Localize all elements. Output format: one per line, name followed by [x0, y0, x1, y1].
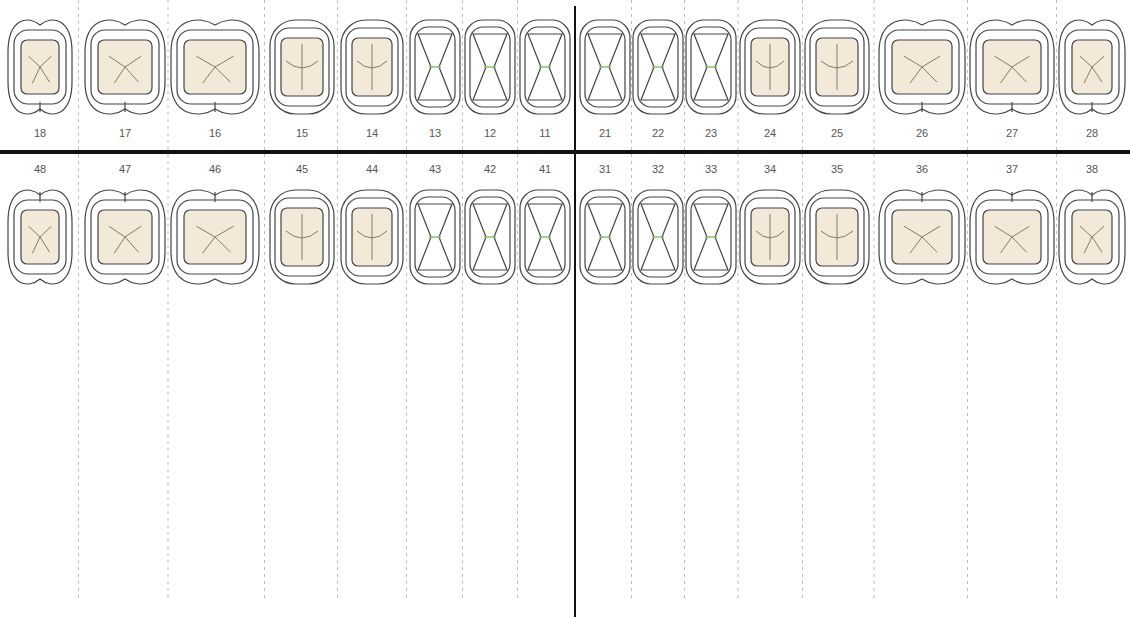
- column-separator: [462, 0, 463, 600]
- tooth-outline: [740, 20, 800, 114]
- tooth-outline: [1059, 20, 1125, 114]
- column-separator: [967, 0, 968, 600]
- tooth-number: 45: [284, 162, 320, 176]
- tooth-number: 13: [417, 126, 453, 140]
- tooth-number: 24: [752, 126, 788, 140]
- tooth-outline: [633, 190, 683, 284]
- tooth-number: 35: [819, 162, 855, 176]
- tooth-number: 22: [640, 126, 676, 140]
- tooth-number: 28: [1074, 126, 1110, 140]
- tooth-number: 23: [693, 126, 729, 140]
- tooth-outline: [171, 190, 259, 284]
- tooth-number: 34: [752, 162, 788, 176]
- tooth-outline: [580, 190, 630, 284]
- midline: [574, 6, 576, 617]
- tooth-outline: [8, 20, 72, 114]
- column-separator: [264, 0, 265, 600]
- column-separator: [631, 0, 632, 600]
- tooth-outline: [580, 20, 630, 114]
- tooth-number: 16: [197, 126, 233, 140]
- tooth-outline: [970, 190, 1054, 284]
- tooth-outline: [633, 20, 683, 114]
- tooth-number: 44: [354, 162, 390, 176]
- tooth-outline: [520, 20, 570, 114]
- tooth-number: 38: [1074, 162, 1110, 176]
- tooth-number: 42: [472, 162, 508, 176]
- tooth-number: 11: [527, 126, 563, 140]
- tooth-number: 26: [904, 126, 940, 140]
- column-separator: [684, 0, 685, 600]
- column-separator: [802, 0, 803, 600]
- tooth-number: 21: [587, 126, 623, 140]
- tooth-number: 47: [107, 162, 143, 176]
- tooth-number: 32: [640, 162, 676, 176]
- column-separator: [168, 0, 169, 600]
- tooth-outline: [8, 190, 72, 284]
- tooth-outline: [270, 20, 334, 114]
- tooth-number: 33: [693, 162, 729, 176]
- tooth-outline: [410, 20, 460, 114]
- tooth-outline: [879, 190, 965, 284]
- tooth-outline: [465, 190, 515, 284]
- column-separator: [517, 0, 518, 600]
- column-separator: [874, 0, 875, 600]
- tooth-number: 12: [472, 126, 508, 140]
- tooth-outline: [686, 190, 736, 284]
- tooth-number: 37: [994, 162, 1030, 176]
- tooth-outline: [341, 20, 403, 114]
- tooth-number: 17: [107, 126, 143, 140]
- tooth-number: 14: [354, 126, 390, 140]
- tooth-outline: [85, 190, 165, 284]
- tooth-outline: [805, 190, 869, 284]
- tooth-outline: [520, 190, 570, 284]
- column-separator: [78, 0, 79, 600]
- tooth-number: 25: [819, 126, 855, 140]
- column-separator: [337, 0, 338, 600]
- tooth-number: 43: [417, 162, 453, 176]
- tooth-outline: [465, 20, 515, 114]
- tooth-outline: [1059, 190, 1125, 284]
- tooth-number: 36: [904, 162, 940, 176]
- column-separator: [1056, 0, 1057, 600]
- tooth-number: 31: [587, 162, 623, 176]
- tooth-outline: [341, 190, 403, 284]
- tooth-number: 27: [994, 126, 1030, 140]
- tooth-outline: [970, 20, 1054, 114]
- column-separator: [406, 0, 407, 600]
- tooth-number: 46: [197, 162, 233, 176]
- tooth-outline: [740, 190, 800, 284]
- tooth-outline: [686, 20, 736, 114]
- tooth-outline: [805, 20, 869, 114]
- tooth-number: 41: [527, 162, 563, 176]
- tooth-number: 48: [22, 162, 58, 176]
- tooth-outline: [270, 190, 334, 284]
- tooth-outline: [879, 20, 965, 114]
- tooth-outline: [85, 20, 165, 114]
- tooth-number: 15: [284, 126, 320, 140]
- jaw-divider: [0, 150, 1130, 154]
- column-separator: [738, 0, 739, 600]
- tooth-outline: [171, 20, 259, 114]
- tooth-outline: [410, 190, 460, 284]
- tooth-number: 18: [22, 126, 58, 140]
